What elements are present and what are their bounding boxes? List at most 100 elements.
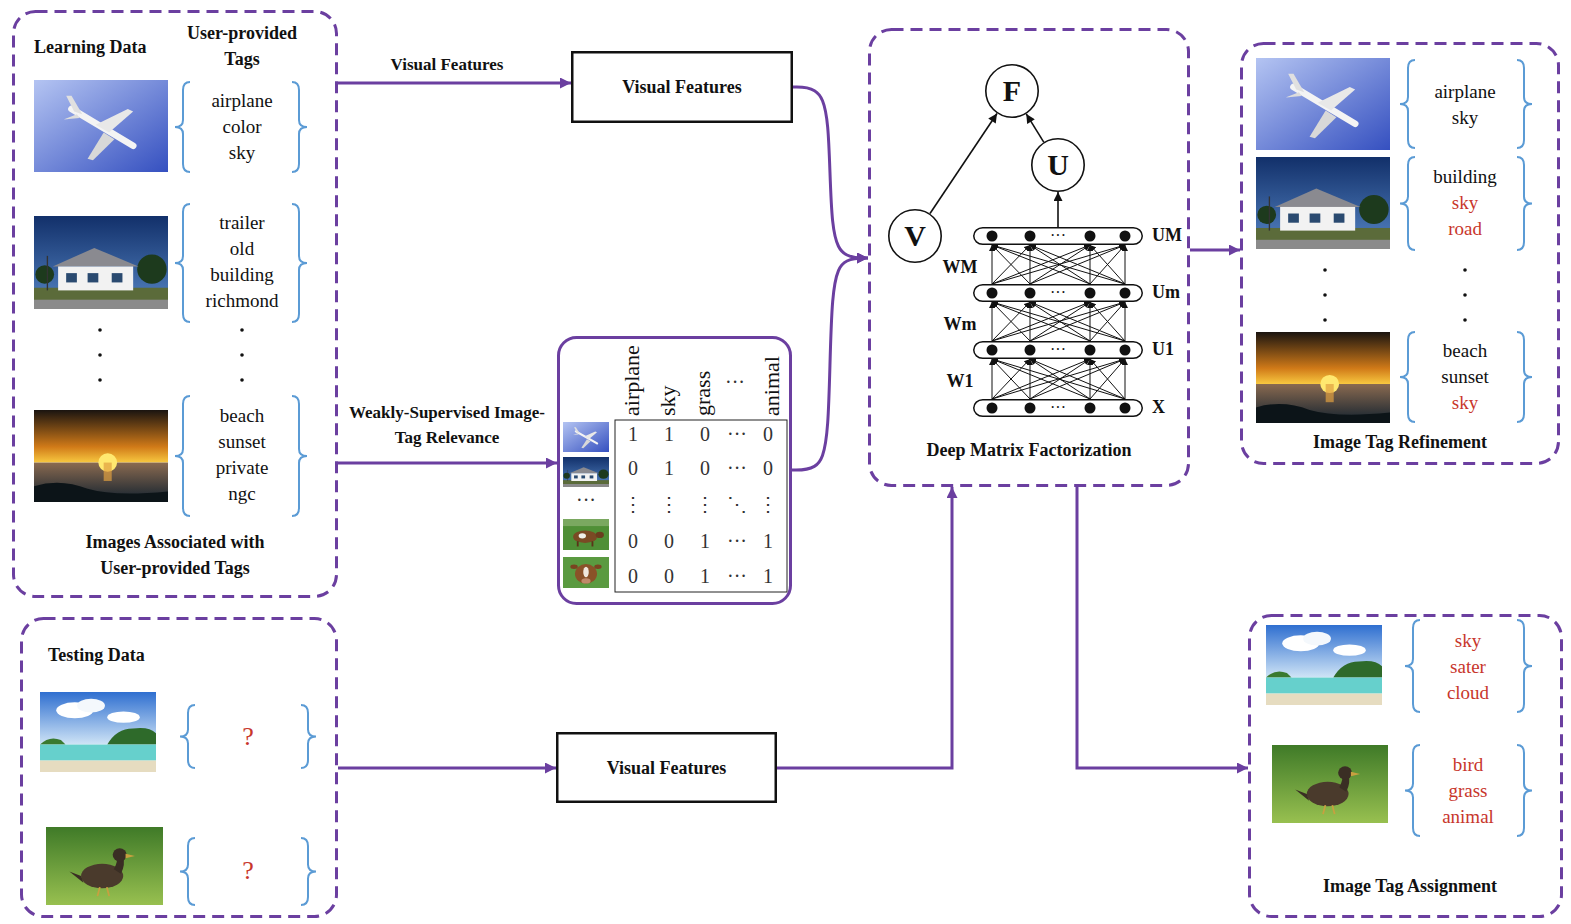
- curly-brace: [1517, 60, 1532, 148]
- network-layer: [974, 228, 1143, 245]
- process-box: [557, 733, 776, 802]
- curly-brace: [1400, 60, 1415, 148]
- matrix-cell: 0: [628, 456, 638, 480]
- relevance-matrix: airplaneskygrass···animal110···0010···0⋮…: [557, 336, 792, 605]
- group-panel: FUV···UM···Um···U1···XDeep Matrix Factor…: [868, 28, 1190, 487]
- neuron-dot: [1120, 345, 1131, 356]
- feature-box: Visual Features: [571, 51, 793, 123]
- connector-line: [992, 302, 1090, 341]
- connector-line: [1090, 359, 1125, 399]
- photo-illustration: [46, 827, 163, 905]
- connector-line: [1057, 192, 1059, 227]
- matrix-cell: 0: [700, 422, 710, 446]
- layer-label: X: [1152, 397, 1165, 419]
- matrix-cell: ⋱: [727, 492, 747, 516]
- refined-tag: bird grass animal: [1442, 752, 1494, 830]
- connector-line: [992, 245, 1125, 284]
- layer-label: Um: [1152, 282, 1180, 304]
- connector-line: [992, 359, 1125, 399]
- connector-line: [1090, 245, 1091, 284]
- curly-brace: [175, 204, 190, 322]
- group-panel: sky sater cloudbird grass animalImage Ta…: [1248, 614, 1563, 918]
- group-panel: airplane skybuildingsky roadbeach sunset…: [1240, 42, 1560, 465]
- layer-oval: ···U1: [973, 341, 1143, 359]
- connector-line: [1077, 487, 1248, 768]
- matrix-cell: 0: [664, 564, 674, 588]
- heading-text: Visual Features: [622, 74, 742, 100]
- connector-line: [992, 302, 1125, 341]
- tag-list: beach sunset: [1441, 338, 1489, 390]
- connector-line: [1030, 302, 1125, 341]
- matrix-cell: 0: [763, 456, 773, 480]
- column-header: sky: [656, 385, 680, 416]
- connector-line: [338, 767, 556, 770]
- feature-box: Visual Features: [556, 732, 777, 803]
- dashed-panel: [14, 12, 337, 597]
- curly-brace: [292, 396, 307, 516]
- connector-line: [1090, 359, 1091, 399]
- matrix-cell: ⋮: [659, 492, 679, 516]
- variable-circle: [986, 65, 1038, 117]
- flow-arrow: [338, 768, 556, 769]
- connector-line: [992, 359, 1090, 399]
- factor-circle: U: [1031, 138, 1085, 192]
- neuron-dot: [987, 231, 998, 242]
- photo-illustration: [563, 557, 609, 588]
- matrix-cell: ···: [725, 370, 745, 394]
- flow-arrow: [1058, 192, 1059, 227]
- flow-arrow: [338, 83, 571, 84]
- connector-line: [1030, 245, 1125, 284]
- neuron-dot: [1025, 345, 1036, 356]
- network-layer: [974, 342, 1143, 359]
- ellipsis-dot: [1463, 318, 1467, 322]
- curly-brace: [1405, 620, 1420, 712]
- curly-brace: [292, 204, 307, 322]
- curly-brace: [1517, 620, 1532, 712]
- matrix-cell: ···: [727, 564, 747, 588]
- dashed-panel: [22, 619, 337, 917]
- matrix-cell: 0: [700, 456, 710, 480]
- connector-line: [338, 82, 571, 85]
- connector-line: [1125, 302, 1126, 341]
- connector-line: [992, 302, 1125, 341]
- neuron-dot: [1120, 288, 1131, 299]
- connector-line: [1090, 359, 1125, 399]
- neuron-dot: [1120, 231, 1131, 242]
- neuron-dot: [1085, 403, 1096, 414]
- layer-label: UM: [1152, 225, 1182, 247]
- connector-line: [930, 113, 997, 213]
- weight-label: Wm: [944, 314, 977, 336]
- neuron-dot: [1120, 403, 1131, 414]
- flow-arrow: [792, 258, 868, 470]
- curly-brace: [175, 82, 190, 172]
- dashed-panel: [870, 30, 1189, 486]
- node-outline: [12, 10, 338, 598]
- refined-tag: sky: [1452, 390, 1478, 416]
- network-layer: [974, 285, 1143, 302]
- refined-tag: sky road: [1448, 190, 1482, 242]
- matrix-cell: 0: [628, 529, 638, 553]
- photo-illustration: [1256, 332, 1390, 423]
- matrix-grid: [615, 420, 787, 592]
- neuron-dot: [987, 345, 998, 356]
- photo-illustration: [34, 80, 168, 172]
- heading-text: Images Associated with User-provided Tag…: [70, 529, 280, 581]
- connector-line: [1026, 114, 1043, 142]
- variable-circle: [1032, 139, 1084, 191]
- photo-illustration: [34, 216, 168, 309]
- factor-circle: F: [985, 64, 1039, 118]
- ellipsis: ···: [1050, 284, 1066, 302]
- photo-illustration: [563, 457, 609, 487]
- photo-illustration: [34, 410, 168, 502]
- curly-brace: [1400, 157, 1415, 250]
- neuron-dot: [987, 288, 998, 299]
- group-panel: Learning DataUser-provided Tagsairplane …: [12, 10, 338, 598]
- curly-brace: [292, 82, 307, 172]
- curly-brace: [180, 705, 195, 768]
- heading-text: Visual Features: [607, 755, 727, 781]
- connector-line: [1190, 249, 1240, 252]
- tag-list: trailer old building richmond: [206, 210, 279, 314]
- connector-line: [992, 359, 993, 399]
- connector-line: [1090, 302, 1125, 341]
- layer-connections: [992, 245, 1125, 284]
